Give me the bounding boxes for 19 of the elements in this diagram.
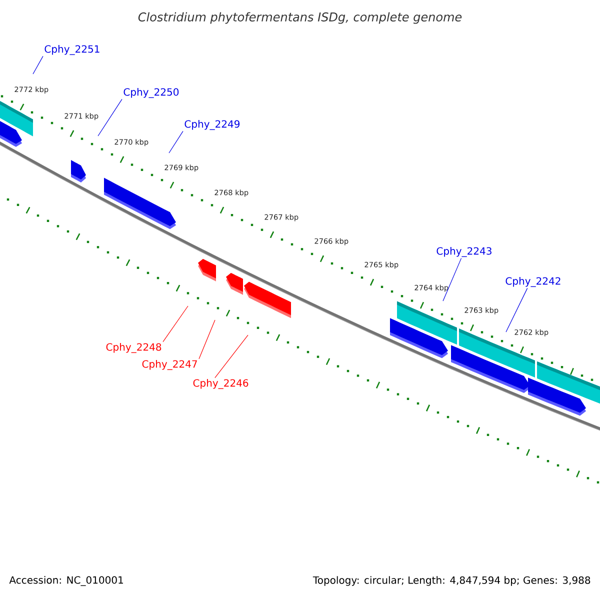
genome-stats-text: Topology: circular; Length: 4,847,594 bp; Genes: 3,988 — [312, 576, 590, 586]
leader-line — [32, 56, 44, 74]
gene-label: Cphy_2243 — [436, 247, 492, 257]
leader-line — [506, 288, 528, 332]
leader-line — [98, 98, 122, 136]
accession-text: Accession: NC_010001 — [9, 576, 123, 586]
gene-label: Cphy_2250 — [124, 88, 179, 98]
gene-label: Cphy_2249 — [184, 120, 240, 130]
leader-line — [168, 130, 184, 154]
gene-label: Cphy_2242 — [506, 277, 560, 287]
gene-label: Cphy_2247 — [142, 360, 197, 370]
gene-label: Cphy_2246 — [193, 379, 248, 389]
leader-line — [198, 320, 216, 360]
leader-line — [162, 306, 188, 342]
leader-line — [214, 334, 248, 378]
gene-label: Cphy_2251 — [44, 45, 100, 55]
gene-label: Cphy_2248 — [106, 343, 162, 353]
title: Clostridium phytofermentans ISDg, complete genome — [138, 12, 462, 24]
leader-line — [442, 258, 462, 302]
